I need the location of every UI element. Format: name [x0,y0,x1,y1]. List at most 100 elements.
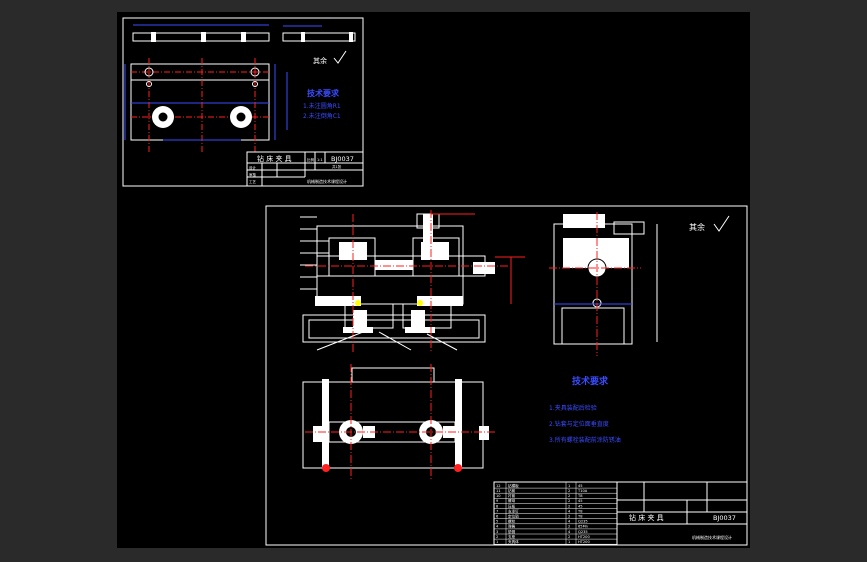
drawing-canvas: 其余 技术要求 1.未注圆角R1 2.未注倒角C1 钻 床 夹 具 BJ0037… [117,12,750,548]
locating-pin [454,464,462,472]
parts-list-material: T10A [577,489,588,493]
parts-list-name: 螺栓 [508,519,516,524]
bushing-bore [158,112,168,122]
slot-mark [151,32,156,42]
parts-list-material: 65Mn [578,525,588,529]
parts-list-name: 钻模板 [508,483,519,488]
title-block-cell: 审核 [249,172,257,177]
parts-list-name: 衬套 [508,493,516,498]
cad-drawing: 其余 技术要求 1.未注圆角R1 2.未注倒角C1 钻 床 夹 具 BJ0037… [122,17,748,546]
rail-right [455,379,462,469]
parts-list-no: 3 [496,530,498,534]
support-pin [353,310,367,332]
bushing-bore [236,112,246,122]
pin-hole [252,81,258,87]
title-block-cell: 1:1 [317,158,323,162]
parts-list-material: 45 [578,484,583,488]
parts-list-qty: 4 [568,530,571,534]
tech-req-heading: 技术要求 [307,88,340,98]
shaft-end [473,262,495,274]
parts-list-no: 2 [496,535,498,539]
plate-end-view [282,25,356,42]
parts-list-material: T8 [577,494,583,498]
parts-list-no: 7 [496,509,498,513]
tech-req-item: 2.钻套与定位面垂直度 [549,420,609,428]
title-block-title: 钻 床 夹 具 [629,513,664,522]
parts-list-name: 夹具体 [508,539,519,544]
drawing-number: BJ0037 [331,155,354,163]
clamp-left [328,237,376,277]
parts-list-no: 4 [496,525,499,529]
bottom-plate-right [417,296,463,306]
sheet-1-title-block: 钻 床 夹 具 BJ0037 设计 审核 工艺 比例 1:1 共1张 机械制造技… [246,151,364,187]
plate-end [282,32,356,42]
sheet-1: 其余 技术要求 1.未注圆角R1 2.未注倒角C1 钻 床 夹 具 BJ0037… [122,17,364,187]
parts-list-qty: 4 [568,520,571,524]
slot-mark [301,32,305,42]
tech-req-heading: 技术要求 [572,375,609,387]
support-pin [411,310,425,332]
title-block-footer: 机械制造技术课程设计 [307,178,347,184]
parts-list-name: 垫圈 [508,529,516,534]
parts-list-name: 支座 [508,534,516,539]
fixture-base [302,314,486,343]
title-block-title: 钻 床 夹 具 [257,154,292,163]
parts-list-no: 11 [496,489,501,493]
tech-req-item: 1.未注圆角R1 [303,102,341,110]
slot-mark [241,32,246,42]
parts-list-material: T8 [577,509,583,513]
pin-hole [146,81,152,87]
roughness-note: 其余 [313,56,327,65]
support-block [402,303,452,329]
bolt-hole [250,67,260,77]
assembly-plan-view [302,364,495,480]
tech-req-item: 2.未注倒角C1 [303,112,341,120]
parts-list-qty: 2 [568,525,570,529]
parts-list-name: 钻套 [508,488,516,493]
parts-list-name: 压板 [508,503,516,508]
parts-list-no: 6 [496,515,499,519]
parts-list-material: Q235 [578,530,588,534]
parts-list-qty: 4 [568,509,571,513]
sheet-1-border [122,17,364,187]
balloon-marker [355,300,361,306]
plate-side-view [132,24,270,42]
parts-list-no: 12 [496,484,501,488]
title-block-cell: 共1张 [332,164,342,169]
parts-list-material: 45 [578,499,583,503]
parts-list-name: 螺母 [508,498,516,503]
support-block [344,303,394,329]
parts-list-qty: 2 [568,499,570,503]
drawing-number: BJ0037 [713,514,736,522]
roughness-symbol [713,215,730,232]
title-block-cell: 工艺 [249,179,257,184]
balloon-marker [417,300,423,306]
parts-list-qty: 2 [568,494,570,498]
parts-list-qty: 2 [568,504,570,508]
parts-list-name: 定位销 [508,514,519,519]
plate-plan-view [124,58,288,152]
parts-list-qty: 2 [568,535,570,539]
parts-list-material: HT200 [578,535,590,539]
parts-list-name: 弹簧 [508,524,516,529]
side-top-plate [563,214,605,228]
parts-list-qty: 2 [568,515,570,519]
parts-list-no: 9 [496,499,499,503]
parts-list-material: Q235 [578,520,588,524]
clamp-right [412,237,460,277]
parts-list-material: HT200 [578,540,590,544]
bolt-hole [144,67,154,77]
bottom-plate-left [315,296,361,306]
title-block-cell: 设计 [249,165,257,170]
parts-list-no: 1 [496,540,498,544]
parts-list-no: 10 [496,494,501,498]
parts-list-qty: 1 [568,540,570,544]
parts-list-no: 5 [496,520,498,524]
slot-mark [349,32,353,42]
parts-list-qty: 2 [568,489,570,493]
connecting-rod [375,260,413,270]
title-block-cell: 比例 [307,157,315,162]
parts-list-material: T8 [577,515,583,519]
